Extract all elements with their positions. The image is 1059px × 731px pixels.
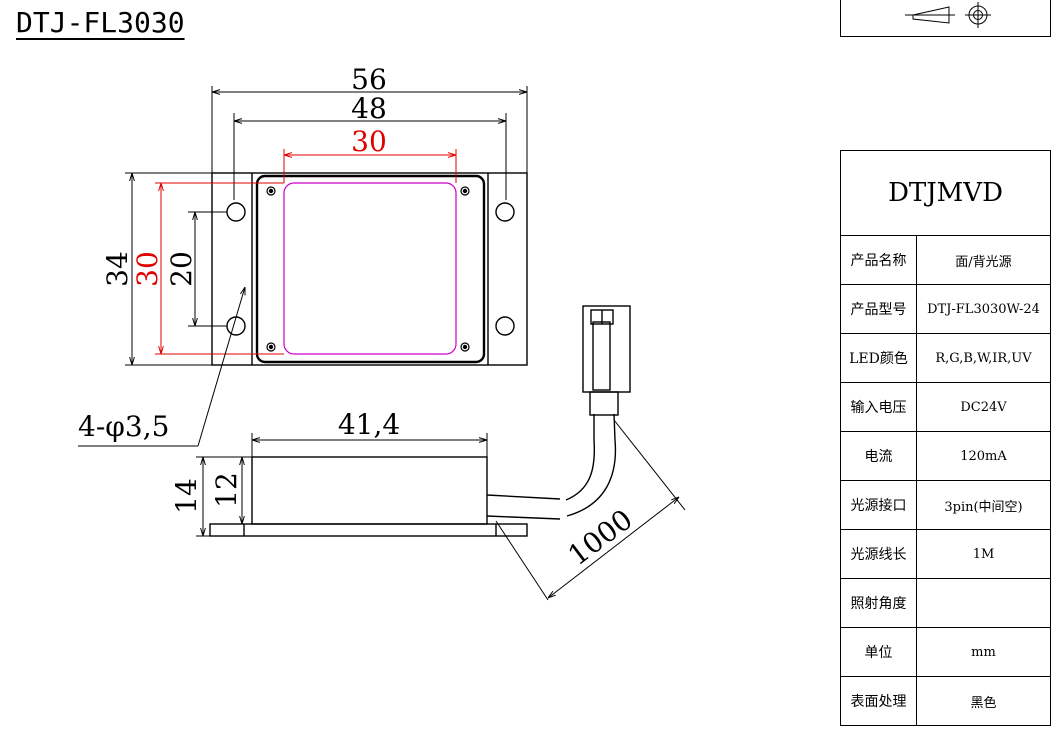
technical-drawing: 56 48 30 34 30 20 4-φ3,5 4	[78, 63, 686, 601]
spec-key: 照射角度	[840, 578, 917, 628]
spec-key: 产品名称	[840, 235, 917, 285]
drawing-title: DTJ-FL3030	[16, 6, 185, 39]
connector	[582, 305, 631, 393]
first-angle-projection-icon	[905, 2, 991, 28]
mount-hole	[226, 316, 246, 336]
spec-value: R,G,B,W,IR,UV	[916, 333, 1051, 383]
spec-key: 电流	[840, 431, 917, 481]
table-row: 产品名称面/背光源	[840, 235, 1051, 285]
dim-height-outer: 34	[101, 251, 134, 287]
spec-key: LED颜色	[840, 333, 917, 383]
base-plate-outline	[211, 172, 528, 366]
housing-outline	[255, 174, 486, 364]
spec-value: DTJ-FL3030W-24	[916, 284, 1051, 334]
spec-key: 单位	[840, 627, 917, 677]
dim-height-holes: 20	[165, 251, 198, 287]
emitting-area	[283, 182, 457, 355]
spec-key: 表面处理	[840, 676, 917, 726]
dim-width-outer: 56	[351, 63, 387, 96]
dim-cable-length: 1000	[562, 503, 639, 572]
mount-hole	[495, 202, 515, 222]
dim-height-emit: 30	[131, 251, 164, 287]
projection-symbol-box	[840, 0, 1051, 37]
dim-height-total: 14	[170, 478, 203, 514]
spec-value: 120mA	[916, 431, 1051, 481]
spec-key: 产品型号	[840, 284, 917, 334]
dim-width-holes: 48	[351, 92, 387, 125]
dim-holes-callout: 4-φ3,5	[78, 410, 169, 443]
spec-value: DC24V	[916, 382, 1051, 432]
mount-hole	[495, 316, 515, 336]
spec-value: 面/背光源	[916, 235, 1051, 285]
side-base	[209, 523, 528, 537]
dim-body-length: 41,4	[338, 408, 400, 441]
spec-value	[916, 578, 1051, 628]
spec-value: mm	[916, 627, 1051, 677]
spec-value: 黑色	[916, 676, 1051, 726]
dim-height-body: 12	[210, 472, 243, 508]
dim-width-emit: 30	[351, 125, 387, 158]
side-view	[209, 305, 631, 537]
spec-key: 光源线长	[840, 529, 917, 579]
mount-hole	[226, 202, 246, 222]
spec-key: 光源接口	[840, 480, 917, 530]
top-view	[211, 172, 528, 366]
spec-value: 1M	[916, 529, 1051, 579]
table-row: 表面处理黑色	[840, 676, 1051, 726]
brand-label: DTJMVD	[840, 150, 1051, 236]
spec-value: 3pin(中间空)	[916, 480, 1051, 530]
table-row: 照射角度	[840, 578, 1051, 628]
spec-key: 输入电压	[840, 382, 917, 432]
side-body	[251, 456, 488, 525]
